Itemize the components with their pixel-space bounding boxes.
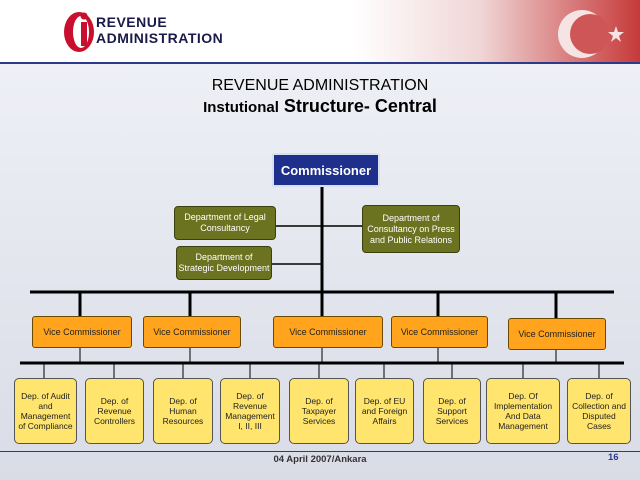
- department-box: Dep. Of Implementation And Data Manageme…: [486, 378, 560, 444]
- footer-divider: [0, 451, 640, 452]
- subtitle-part1: Instutional: [203, 99, 279, 116]
- page-subtitle: Instutional Structure- Central: [0, 96, 640, 117]
- footer-date: 04 April 2007/Ankara: [273, 454, 367, 465]
- vice-commissioner-box: Vice Commissioner: [32, 316, 132, 348]
- department-box: Dep. of Collection and Disputed Cases: [567, 378, 631, 444]
- press-relations-box: Department of Consultancy on Press and P…: [362, 205, 460, 253]
- department-box: Dep. of Taxpayer Services: [289, 378, 349, 444]
- vice-commissioner-box: Vice Commissioner: [508, 318, 606, 350]
- header-divider: [0, 62, 640, 64]
- vice-commissioner-box: Vice Commissioner: [143, 316, 241, 348]
- department-box: Dep. of EU and Foreign Affairs: [355, 378, 414, 444]
- revenue-logo-icon: [64, 12, 94, 52]
- department-box: Dep. of Human Resources: [153, 378, 213, 444]
- vice-commissioner-box: Vice Commissioner: [391, 316, 488, 348]
- header-banner: REVENUE ADMINISTRATION: [0, 0, 640, 62]
- strategic-development-box: Department of Strategic Development: [176, 246, 272, 280]
- page-title: REVENUE ADMINISTRATION: [211, 77, 429, 94]
- department-box: Dep. of Audit and Management of Complian…: [14, 378, 77, 444]
- legal-consultancy-box: Department of Legal Consultancy: [174, 206, 276, 240]
- department-box: Dep. of Support Services: [423, 378, 481, 444]
- subtitle-part2: Structure- Central: [283, 96, 437, 116]
- logo-text: REVENUE ADMINISTRATION: [96, 14, 223, 46]
- page-number: 16: [608, 452, 619, 463]
- logo-line2: ADMINISTRATION: [96, 30, 224, 46]
- department-box: Dep. of Revenue Controllers: [85, 378, 144, 444]
- logo-line1: REVENUE: [96, 14, 168, 30]
- vice-commissioner-box: Vice Commissioner: [273, 316, 383, 348]
- turkish-flag-icon: [512, 0, 640, 62]
- commissioner-box: Commissioner: [272, 153, 380, 187]
- department-box: Dep. of Revenue Management I, II, III: [220, 378, 280, 444]
